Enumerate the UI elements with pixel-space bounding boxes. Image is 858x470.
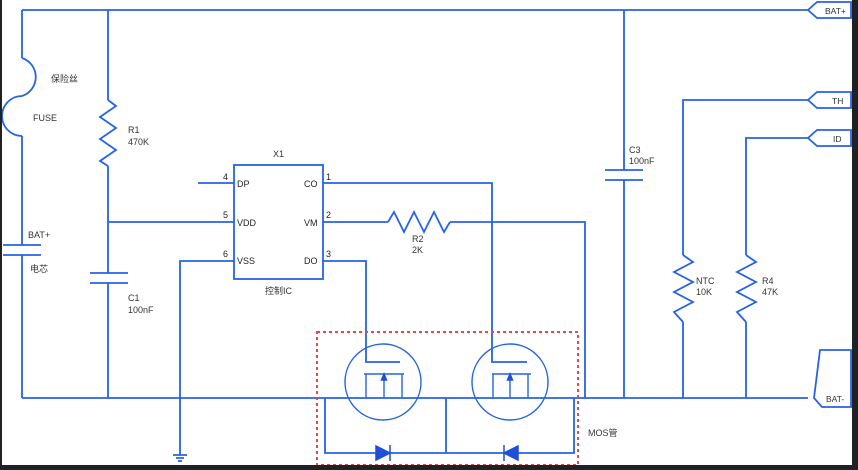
pin-vdd-name: VDD xyxy=(237,218,257,228)
port-id-label: ID xyxy=(833,134,842,144)
mosfet-1-circle-icon xyxy=(344,343,422,421)
port-id-flag xyxy=(806,129,852,147)
fuse-label-en: FUSE xyxy=(33,113,57,123)
port-bat-minus-flag xyxy=(813,349,852,408)
c3-value: 100nF xyxy=(629,156,655,166)
r1-ref: R1 xyxy=(128,125,140,135)
pin-5-number: 5 xyxy=(223,210,228,220)
mosfet-1 xyxy=(344,343,422,421)
th-wire xyxy=(682,99,808,255)
co-wire xyxy=(323,182,527,363)
battery-label-cn: 电芯 xyxy=(30,263,48,274)
ic-ref: X1 xyxy=(273,149,284,159)
mosfet-2-channel-icon xyxy=(492,373,531,398)
pin-vm-name: VM xyxy=(304,218,318,228)
ntc-resistor-icon xyxy=(672,254,695,323)
pin-dp-name: DP xyxy=(237,179,250,189)
diode-2-icon xyxy=(502,444,519,462)
r2-value: 2K xyxy=(412,245,423,255)
port-bat-plus-flag xyxy=(806,1,852,19)
port-bat-plus-label: BAT+ xyxy=(825,6,846,16)
mosfet-2 xyxy=(471,343,549,421)
pin-2-number: 2 xyxy=(326,210,331,220)
pin-vss-name: VSS xyxy=(237,256,255,266)
pin-3-number: 3 xyxy=(326,249,331,259)
r4-resistor-icon xyxy=(735,254,758,323)
mosfet-2-arrow-icon xyxy=(506,372,514,381)
fuse-label-cn: 保险丝 xyxy=(51,73,78,84)
mos-label: MOS管 xyxy=(588,427,618,438)
ic-name: 控制IC xyxy=(265,285,293,296)
vss-wire xyxy=(179,260,234,455)
c1-value: 100nF xyxy=(128,305,154,315)
port-bat-minus-label: BAT- xyxy=(826,394,844,404)
port-th-flag xyxy=(806,91,852,109)
port-th-label: TH xyxy=(832,96,843,106)
r4-value: 47K xyxy=(762,287,778,297)
diode-loop-wire xyxy=(324,398,575,454)
c1-ref: C1 xyxy=(128,293,140,303)
pin-6-number: 6 xyxy=(223,249,228,259)
pin-1-number: 1 xyxy=(326,172,331,182)
fuse-icon xyxy=(2,57,37,137)
mosfet-2-circle-icon xyxy=(471,343,549,421)
r2-ref: R2 xyxy=(412,234,424,244)
pin-co-name: CO xyxy=(304,179,318,189)
c3-capacitor-icon xyxy=(605,169,643,181)
c3-ref: C3 xyxy=(629,145,641,155)
mos-highlight-box xyxy=(316,331,579,465)
c1-capacitor-icon xyxy=(90,272,128,284)
r2-wire-right xyxy=(450,221,586,398)
r2-resistor-icon xyxy=(387,209,451,235)
r1-value: 470K xyxy=(128,137,149,147)
ntc-value: 10K xyxy=(696,287,712,297)
diode-1-icon xyxy=(375,444,392,462)
do-wire xyxy=(323,260,400,363)
battery-cell-icon xyxy=(3,244,41,256)
ntc-ref: NTC xyxy=(696,276,715,286)
mosfet-1-arrow-icon xyxy=(380,372,388,381)
battery-label: BAT+ xyxy=(28,230,50,240)
ground-icon xyxy=(173,454,187,462)
pin-4-number: 4 xyxy=(223,172,228,182)
pin-do-name: DO xyxy=(304,256,318,266)
r4-ref: R4 xyxy=(762,276,774,286)
id-wire xyxy=(745,137,808,255)
r1-resistor-icon xyxy=(98,99,118,167)
